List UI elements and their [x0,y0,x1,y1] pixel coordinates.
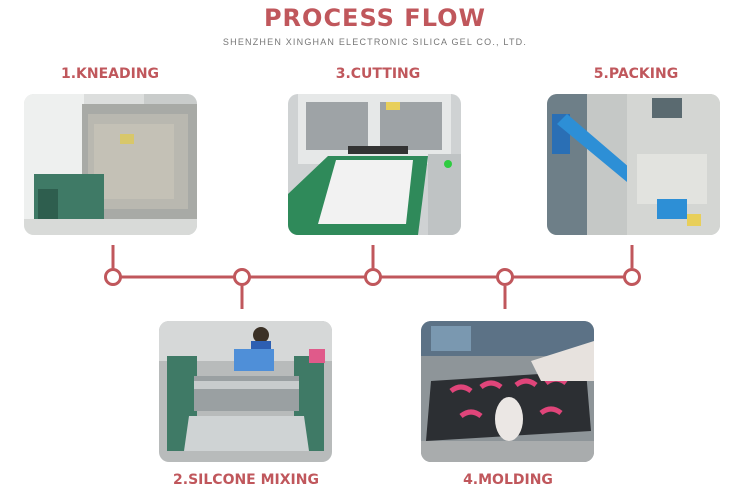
page-title: PROCESS FLOW [263,4,487,32]
timeline-node-silicone-mixing [233,268,251,286]
step-label-molding: 4.MOLDING [463,472,553,488]
photo-packing [547,94,720,235]
step-label-packing: 5.PACKING [593,66,679,82]
timeline-node-cutting [364,268,382,286]
step-label-cutting: 3.CUTTING [335,66,421,82]
timeline-node-kneading [104,268,122,286]
step-label-kneading: 1.KNEADING [60,66,160,82]
company-subtitle: SHENZHEN XINGHAN ELECTRONIC SILICA GEL C… [222,37,528,47]
step-label-silicone-mixing: 2.SILCONE MIXING [173,472,319,488]
timeline-node-molding [496,268,514,286]
photo-molding [421,321,594,462]
photo-cutting [288,94,461,235]
timeline-node-packing [623,268,641,286]
photo-kneading [24,94,197,235]
photo-silicone-mixing [159,321,332,462]
